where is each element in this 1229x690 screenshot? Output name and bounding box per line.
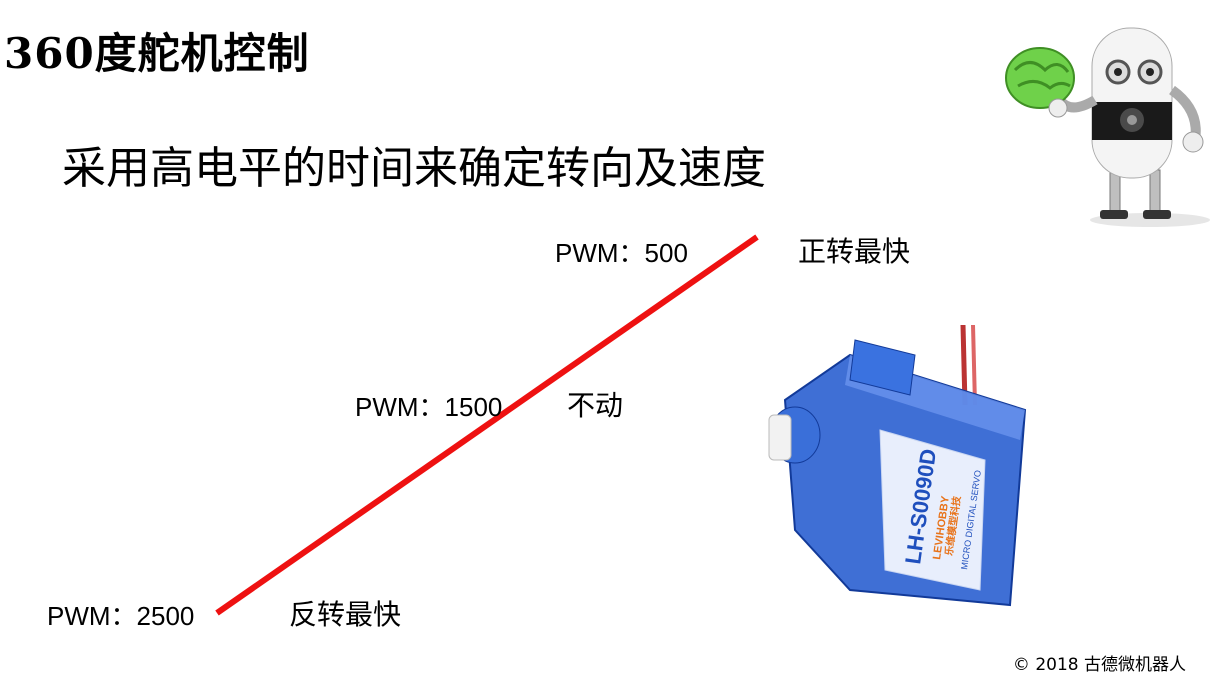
stop-label: 不动 xyxy=(567,389,624,422)
slide-title: 360度舵机控制 xyxy=(4,29,310,78)
speed-direction-line xyxy=(215,234,759,616)
robot-brain-illustration xyxy=(1005,27,1210,227)
pwm-500-label: PWM：500 xyxy=(555,238,688,268)
pwm-1500-label: PWM：1500 xyxy=(355,392,503,422)
slide-subtitle: 采用高电平的时间来确定转向及速度 xyxy=(62,143,766,194)
pwm-2500-label: PWM：2500 xyxy=(47,601,195,631)
forward-fastest-label: 正转最快 xyxy=(798,235,911,268)
servo-illustration: LH-S0090D LEVIHOBBY 乐维模型科技 MICRO DIGITAL… xyxy=(768,324,1027,607)
reverse-fastest-label: 反转最快 xyxy=(289,598,402,631)
copyright-footer: © 2018 古德微机器人 xyxy=(1012,655,1186,675)
